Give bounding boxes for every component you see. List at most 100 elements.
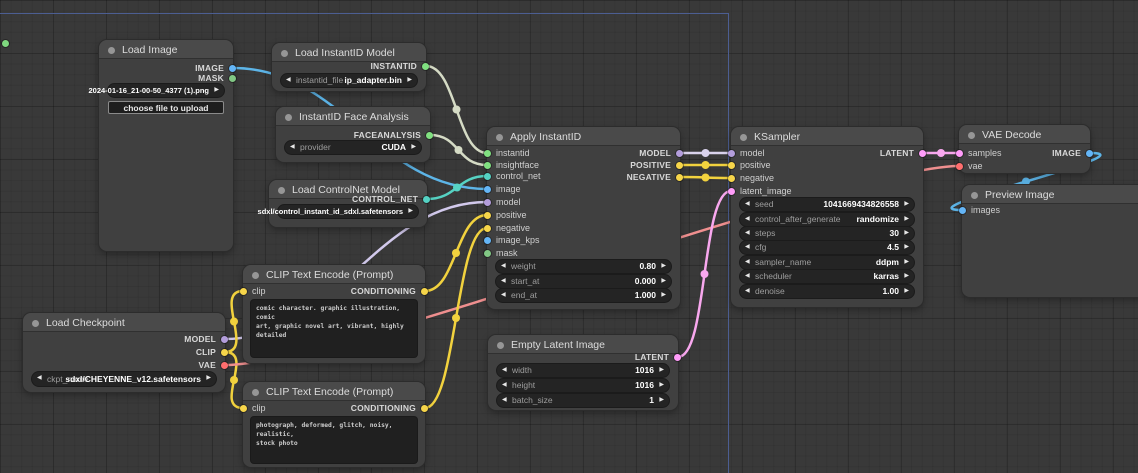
port-dot[interactable] <box>229 75 236 82</box>
load-instantid-model-node[interactable]: Load InstantID ModelINSTANTID◀instantid_… <box>272 43 426 91</box>
input-port-clip[interactable]: clip <box>240 287 266 295</box>
arrow-right-icon[interactable]: ▶ <box>904 213 909 226</box>
port-dot[interactable] <box>240 405 247 412</box>
widget-instantid_file[interactable]: ◀instantid_fileip_adapter.bin▶ <box>281 74 417 87</box>
port-dot[interactable] <box>484 162 491 169</box>
port-dot[interactable] <box>484 225 491 232</box>
preview-image-node[interactable]: Preview Imageimages <box>962 185 1138 297</box>
output-port-faceanalysis[interactable]: FACEANALYSIS <box>354 131 433 139</box>
port-dot[interactable] <box>484 150 491 157</box>
arrow-left-icon[interactable]: ◀ <box>501 260 506 273</box>
arrow-left-icon[interactable]: ◀ <box>502 364 507 377</box>
widget-ckpt_name[interactable]: ◀ckpt_namesdxl/CHEYENNE_v12.safetensors▶ <box>32 372 216 386</box>
node-title-bar[interactable]: InstantID Face Analysis <box>276 107 430 126</box>
apply-instantid-node[interactable]: Apply InstantIDinstantidinsightfacecontr… <box>487 127 680 309</box>
arrow-left-icon[interactable]: ◀ <box>286 74 291 87</box>
input-port-image_kps[interactable]: image_kps <box>484 236 540 244</box>
input-port-positive[interactable]: positive <box>728 161 771 169</box>
widget-steps[interactable]: ◀steps30▶ <box>740 227 914 240</box>
arrow-left-icon[interactable]: ◀ <box>745 213 750 226</box>
collapse-dot-icon[interactable] <box>971 192 978 199</box>
port-dot[interactable] <box>728 162 735 169</box>
arrow-left-icon[interactable]: ◀ <box>745 270 750 283</box>
arrow-right-icon[interactable]: ▶ <box>214 84 219 97</box>
collapse-dot-icon[interactable] <box>252 389 259 396</box>
arrow-right-icon[interactable]: ▶ <box>661 275 666 288</box>
port-dot[interactable] <box>484 212 491 219</box>
vae-decode-node[interactable]: VAE DecodesamplesvaeIMAGE <box>959 125 1090 173</box>
arrow-right-icon[interactable]: ▶ <box>904 227 909 240</box>
arrow-left-icon[interactable]: ◀ <box>745 241 750 254</box>
output-port-control_net[interactable]: CONTROL_NET <box>352 195 430 203</box>
port-dot[interactable] <box>676 162 683 169</box>
port-dot[interactable] <box>484 199 491 206</box>
output-port-latent[interactable]: LATENT <box>635 353 681 361</box>
widget-end_at[interactable]: ◀end_at1.000▶ <box>496 289 671 302</box>
output-port-mask[interactable]: MASK <box>198 74 236 82</box>
empty-latent-image-node[interactable]: Empty Latent ImageLATENT◀width1016▶◀heig… <box>488 335 678 410</box>
arrow-right-icon[interactable]: ▶ <box>904 285 909 298</box>
load-controlnet-model-node[interactable]: Load ControlNet ModelCONTROL_NETsdxl/con… <box>269 180 427 227</box>
arrow-left-icon[interactable]: ◀ <box>745 256 750 269</box>
arrow-left-icon[interactable]: ◀ <box>501 275 506 288</box>
widget-start_at[interactable]: ◀start_at0.000▶ <box>496 275 671 288</box>
port-dot[interactable] <box>484 173 491 180</box>
port-dot[interactable] <box>484 186 491 193</box>
port-dot[interactable] <box>676 174 683 181</box>
port-dot[interactable] <box>221 336 228 343</box>
arrow-right-icon[interactable]: ▶ <box>411 141 416 154</box>
arrow-left-icon[interactable]: ◀ <box>37 372 42 385</box>
output-port-clip[interactable]: CLIP <box>196 348 228 356</box>
arrow-left-icon[interactable]: ◀ <box>502 394 507 407</box>
input-port-negative[interactable]: negative <box>728 174 774 182</box>
port-dot[interactable] <box>959 207 966 214</box>
port-dot[interactable] <box>956 163 963 170</box>
input-port-vae[interactable]: vae <box>956 162 983 170</box>
collapse-dot-icon[interactable] <box>252 272 259 279</box>
arrow-right-icon[interactable]: ▶ <box>659 379 664 392</box>
node-title-bar[interactable]: KSampler <box>731 127 923 146</box>
input-port-model[interactable]: model <box>484 198 521 206</box>
arrow-right-icon[interactable]: ▶ <box>659 364 664 377</box>
widget-scheduler[interactable]: ◀schedulerkarras▶ <box>740 270 914 283</box>
arrow-left-icon[interactable]: ◀ <box>290 141 295 154</box>
input-port-mask[interactable]: mask <box>484 249 518 257</box>
port-dot[interactable] <box>221 349 228 356</box>
output-port-vae[interactable]: VAE <box>199 361 228 369</box>
arrow-right-icon[interactable]: ▶ <box>904 198 909 211</box>
widget-height[interactable]: ◀height1016▶ <box>497 379 669 392</box>
widget-denoise[interactable]: ◀denoise1.00▶ <box>740 285 914 298</box>
widget-overflow[interactable]: 2024-01-16_21-00-50_4377 (1).png▶ <box>108 84 224 97</box>
offscreen-port-dot[interactable] <box>2 40 9 47</box>
output-port-negative[interactable]: NEGATIVE <box>627 173 683 181</box>
instantid-face-analysis-node[interactable]: InstantID Face AnalysisFACEANALYSIS◀prov… <box>276 107 430 162</box>
widget-seed[interactable]: ◀seed1041669434826558▶ <box>740 198 914 211</box>
port-dot[interactable] <box>229 65 236 72</box>
port-dot[interactable] <box>421 288 428 295</box>
collapse-dot-icon[interactable] <box>108 47 115 54</box>
port-dot[interactable] <box>484 237 491 244</box>
node-title-bar[interactable]: VAE Decode <box>959 125 1090 144</box>
input-port-negative[interactable]: negative <box>484 224 530 232</box>
arrow-right-icon[interactable]: ▶ <box>661 289 666 302</box>
input-port-images[interactable]: images <box>959 206 1000 214</box>
widget-weight[interactable]: ◀weight0.80▶ <box>496 260 671 273</box>
widget-control_after_generate[interactable]: ◀control_after_generaterandomize▶ <box>740 213 914 226</box>
output-port-model[interactable]: MODEL <box>639 149 683 157</box>
port-dot[interactable] <box>676 150 683 157</box>
prompt-text-area[interactable]: photograph, deformed, glitch, noisy, rea… <box>251 417 417 463</box>
input-port-latent_image[interactable]: latent_image <box>728 187 792 195</box>
prompt-text-area[interactable]: comic character. graphic illustration, c… <box>251 300 417 357</box>
port-dot[interactable] <box>240 288 247 295</box>
input-port-control_net[interactable]: control_net <box>484 172 541 180</box>
collapse-dot-icon[interactable] <box>278 187 285 194</box>
arrow-left-icon[interactable]: ◀ <box>501 289 506 302</box>
port-dot[interactable] <box>221 362 228 369</box>
output-port-image[interactable]: IMAGE <box>195 64 236 72</box>
arrow-right-icon[interactable]: ▶ <box>659 394 664 407</box>
clip-text-encode-positive-node[interactable]: CLIP Text Encode (Prompt)clipCONDITIONIN… <box>243 265 425 363</box>
collapse-dot-icon[interactable] <box>740 134 747 141</box>
arrow-right-icon[interactable]: ▶ <box>904 241 909 254</box>
widget-overflow[interactable]: sdxl/control_instant_id_sdxl.safetensors… <box>278 205 418 218</box>
collapse-dot-icon[interactable] <box>496 134 503 141</box>
